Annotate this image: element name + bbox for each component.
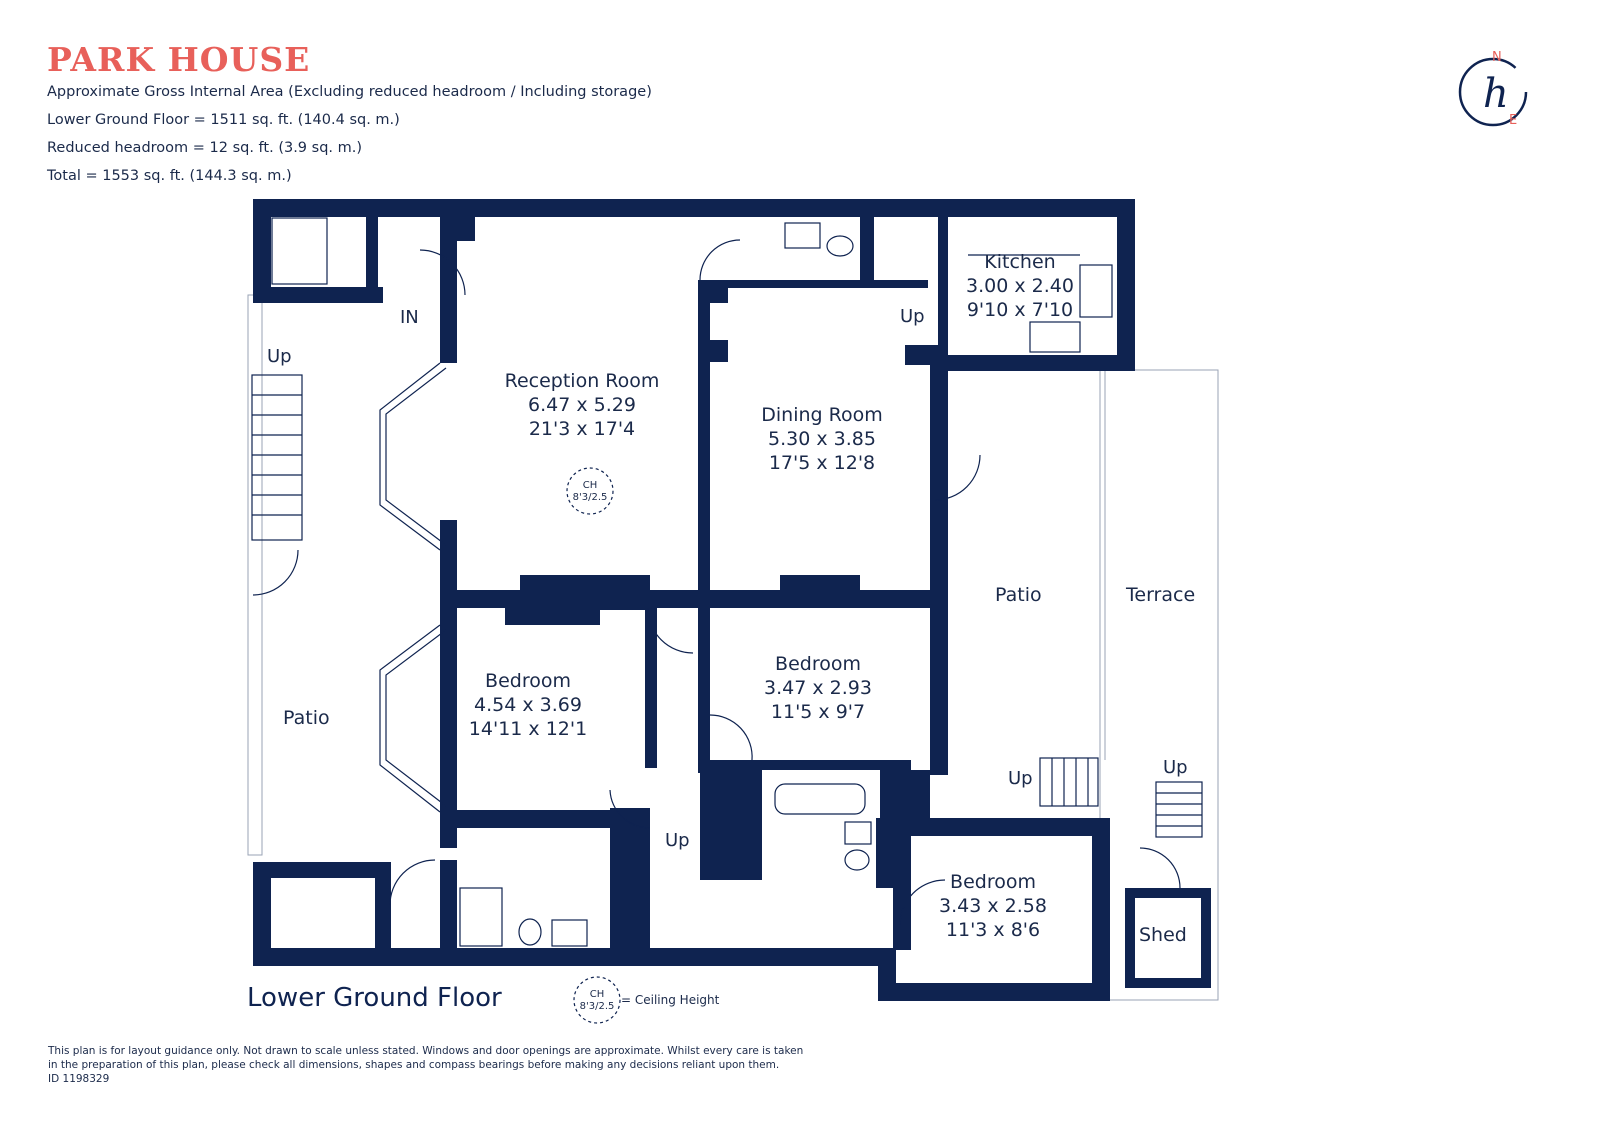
room-bedroom-1: Bedroom 4.54 x 3.69 14'11 x 12'1 xyxy=(469,670,587,740)
kitchen-metric: 3.00 x 2.40 xyxy=(966,275,1074,297)
ch-legend-label: CH xyxy=(590,989,605,1000)
room-bedroom-3: Bedroom 3.43 x 2.58 11'3 x 8'6 xyxy=(939,871,1047,941)
disclaimer-line-1: This plan is for layout guidance only. N… xyxy=(48,1045,804,1057)
compass-north: N xyxy=(1492,50,1502,65)
ch-marker-label: CH xyxy=(583,480,598,491)
reception-metric: 6.47 x 5.29 xyxy=(528,394,636,416)
kitchen-imperial: 9'10 x 7'10 xyxy=(967,299,1073,321)
bedroom3-metric: 3.43 x 2.58 xyxy=(939,895,1047,917)
bedroom3-imperial: 11'3 x 8'6 xyxy=(946,919,1040,941)
room-dining: Dining Room 5.30 x 3.85 17'5 x 12'8 xyxy=(761,404,882,474)
kitchen-name: Kitchen xyxy=(984,251,1055,273)
stairs-up-terrace: Up xyxy=(1163,757,1188,778)
disclaimer-line-2: in the preparation of this plan, please … xyxy=(48,1059,780,1071)
stairs-up-left: Up xyxy=(267,346,292,367)
disclaimer: This plan is for layout guidance only. N… xyxy=(48,1044,848,1086)
bedroom1-imperial: 14'11 x 12'1 xyxy=(469,718,587,740)
dining-metric: 5.30 x 3.85 xyxy=(768,428,876,450)
room-bedroom-2: Bedroom 3.47 x 2.93 11'5 x 9'7 xyxy=(764,653,872,723)
stairs-up-hall: Up xyxy=(665,830,690,851)
reception-name: Reception Room xyxy=(505,370,660,392)
ch-legend-value: 8'3/2.5 xyxy=(580,1001,615,1012)
room-kitchen: Kitchen 3.00 x 2.40 9'10 x 7'10 xyxy=(966,251,1074,321)
reduced-headroom-area: Reduced headroom = 12 sq. ft. (3.9 sq. m… xyxy=(47,140,363,156)
bedroom1-name: Bedroom xyxy=(485,670,571,692)
shed-label: Shed xyxy=(1139,924,1187,946)
stairs-up-patio: Up xyxy=(1008,768,1033,789)
dining-imperial: 17'5 x 12'8 xyxy=(769,452,875,474)
patio-left-label: Patio xyxy=(283,707,330,729)
lower-ground-area: Lower Ground Floor = 1511 sq. ft. (140.4… xyxy=(47,112,400,128)
area-note: Approximate Gross Internal Area (Excludi… xyxy=(47,84,652,100)
floor-name: Lower Ground Floor xyxy=(247,983,502,1013)
windows-and-fixtures xyxy=(251,217,1203,1024)
walls xyxy=(253,199,1211,1001)
compass-east: E xyxy=(1509,113,1517,128)
reception-imperial: 21'3 x 17'4 xyxy=(529,418,635,440)
bedroom2-metric: 3.47 x 2.93 xyxy=(764,677,872,699)
bedroom2-name: Bedroom xyxy=(775,653,861,675)
bedroom3-name: Bedroom xyxy=(950,871,1036,893)
room-reception: Reception Room 6.47 x 5.29 21'3 x 17'4 xyxy=(505,370,660,440)
bedroom1-metric: 4.54 x 3.69 xyxy=(474,694,582,716)
patio-right-label: Patio xyxy=(995,584,1042,606)
outdoor-outlines xyxy=(247,294,1219,1001)
compass-logo-icon: h N E S W xyxy=(1458,50,1528,128)
stairs-up-kitchen: Up xyxy=(900,306,925,327)
ch-marker-value: 8'3/2.5 xyxy=(573,492,608,503)
total-area: Total = 1553 sq. ft. (144.3 sq. m.) xyxy=(47,168,292,184)
property-title: PARK HOUSE xyxy=(47,40,311,79)
dining-name: Dining Room xyxy=(761,404,882,426)
compass-logo-letter: h xyxy=(1483,71,1509,117)
entrance-label: IN xyxy=(400,307,419,328)
terrace-label: Terrace xyxy=(1125,584,1195,606)
ch-legend-text: = Ceiling Height xyxy=(621,993,720,1007)
bedroom2-imperial: 11'5 x 9'7 xyxy=(771,701,865,723)
disclaimer-id: ID 1198329 xyxy=(48,1073,110,1085)
